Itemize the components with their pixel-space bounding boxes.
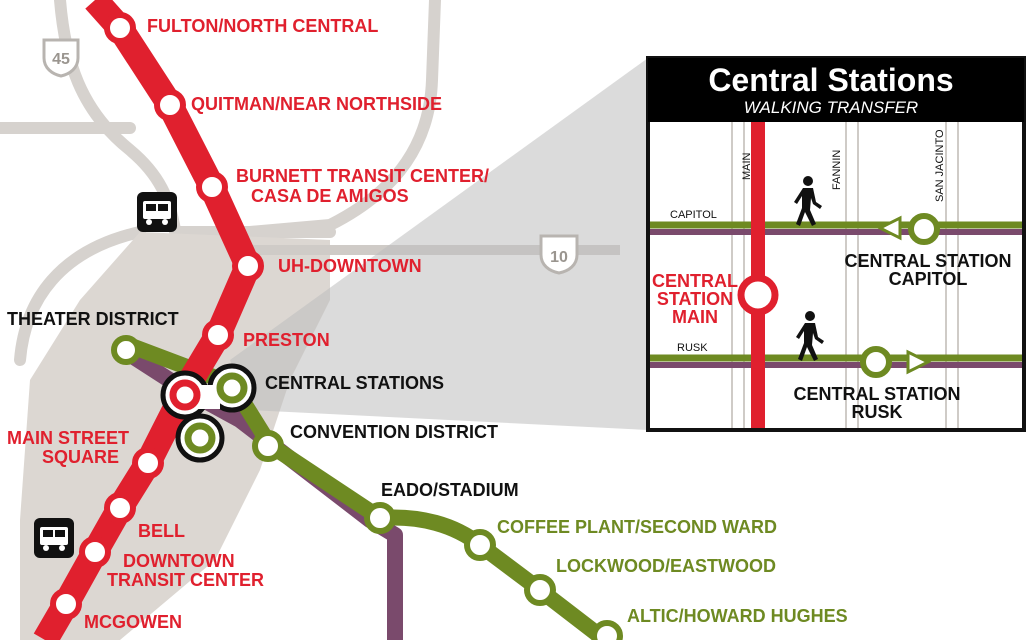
inset-streets [731, 122, 959, 428]
station-main-street-square[interactable] [132, 447, 164, 479]
station-fulton[interactable] [104, 12, 136, 44]
pedestrian-icon [796, 311, 824, 361]
label-downtown-tc-2: TRANSIT CENTER [107, 570, 264, 590]
i45-label: 45 [52, 51, 70, 68]
label-downtown-tc-1: DOWNTOWN [123, 551, 235, 571]
station-eado[interactable] [364, 502, 396, 534]
station-quitman[interactable] [154, 89, 186, 121]
inset-label-rusk-2: RUSK [851, 402, 902, 422]
inset-label-capitol-2: CAPITOL [889, 269, 968, 289]
bus-icon [137, 192, 177, 232]
label-altic: ALTIC/HOWARD HUGHES [627, 606, 848, 626]
label-main-street-2: SQUARE [42, 447, 119, 467]
inset-header [648, 58, 1024, 122]
station-preston[interactable] [202, 319, 234, 351]
station-theater-district[interactable] [111, 335, 141, 365]
label-uh-downtown: UH-DOWNTOWN [278, 256, 422, 276]
label-lockwood: LOCKWOOD/EASTWOOD [556, 556, 776, 576]
central-stations-inset: Central Stations WALKING TRANSFER [646, 56, 1026, 432]
i10-label: 10 [550, 249, 568, 266]
street-label-main: MAIN [741, 152, 753, 180]
inset-station-main[interactable] [737, 274, 779, 316]
label-quitman: QUITMAN/NEAR NORTHSIDE [191, 94, 442, 114]
inset-label-capitol-1: CENTRAL STATION [845, 251, 1012, 271]
central-stations-cluster[interactable] [160, 363, 257, 463]
inset-title: Central Stations [708, 62, 953, 98]
station-lockwood[interactable] [524, 574, 556, 606]
label-preston: PRESTON [243, 330, 330, 350]
inset-label-rusk-1: CENTRAL STATION [794, 384, 961, 404]
label-main-street-1: MAIN STREET [7, 428, 129, 448]
station-altic[interactable] [591, 620, 623, 640]
i45-shield-icon: 45 [42, 38, 80, 78]
inset-station-capitol[interactable] [908, 213, 940, 245]
arrow-left-icon [876, 215, 902, 241]
street-label-san-jacinto: SAN JACINTO [934, 129, 946, 202]
inset-station-rusk[interactable] [860, 346, 892, 378]
station-mcgowen[interactable] [50, 588, 82, 620]
station-convention-district[interactable] [252, 430, 284, 462]
label-convention-district: CONVENTION DISTRICT [290, 422, 498, 442]
station-coffee-plant[interactable] [464, 529, 496, 561]
inset-zoom-cone [230, 58, 648, 430]
inset-label-main-2: STATION [657, 289, 733, 309]
label-burnett-1: BURNETT TRANSIT CENTER/ [236, 166, 489, 186]
label-bell: BELL [138, 521, 185, 541]
arrow-right-icon [906, 349, 932, 375]
inset-label-main-1: CENTRAL [652, 271, 738, 291]
street-label-rusk: RUSK [677, 342, 708, 354]
bus-icon [34, 518, 74, 558]
label-burnett-2: CASA DE AMIGOS [251, 186, 409, 206]
inset-label-main-3: MAIN [672, 307, 718, 327]
label-fulton: FULTON/NORTH CENTRAL [147, 16, 378, 36]
station-uh-downtown[interactable] [232, 250, 264, 282]
label-central-stations: CENTRAL STATIONS [265, 373, 444, 393]
label-mcgowen: MCGOWEN [84, 612, 182, 632]
inset-subtitle: WALKING TRANSFER [744, 98, 918, 117]
i10-shield-icon: 10 [539, 234, 579, 275]
label-eado: EADO/STADIUM [381, 480, 519, 500]
station-burnett[interactable] [196, 171, 228, 203]
label-theater-district: THEATER DISTRICT [7, 309, 179, 329]
street-label-capitol: CAPITOL [670, 209, 717, 221]
red-stations [50, 12, 264, 620]
street-label-fannin: FANNIN [831, 150, 843, 190]
station-downtown-tc[interactable] [79, 536, 111, 568]
pedestrian-icon [794, 176, 822, 226]
label-coffee-plant: COFFEE PLANT/SECOND WARD [497, 517, 777, 537]
station-bell[interactable] [104, 492, 136, 524]
